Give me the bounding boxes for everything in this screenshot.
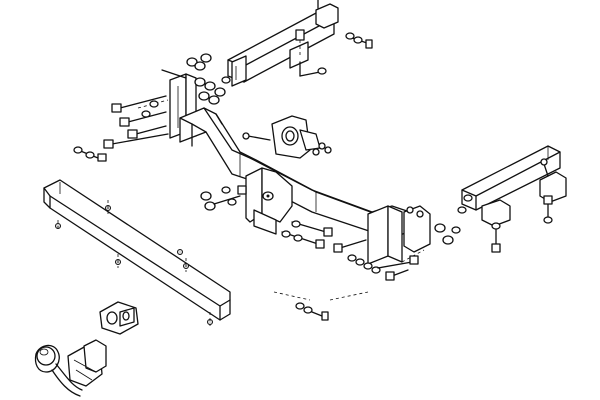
left-long-bolts bbox=[103, 95, 169, 149]
center-bolts bbox=[281, 220, 333, 249]
right-side-plate bbox=[367, 205, 431, 265]
lower-bolts bbox=[273, 291, 369, 321]
left-washer-stack bbox=[161, 53, 231, 105]
bumper-reinforcement-beam bbox=[43, 179, 231, 326]
coupling-plate bbox=[242, 115, 332, 159]
coupling-head bbox=[36, 346, 56, 366]
electrical-socket bbox=[99, 301, 139, 335]
center-mounting-bracket bbox=[245, 167, 293, 235]
right-fasteners bbox=[333, 194, 473, 281]
right-vertical-bolts bbox=[491, 158, 553, 253]
right-chassis-bracket bbox=[461, 145, 567, 227]
upper-bolts bbox=[295, 0, 373, 77]
center-left-fasteners bbox=[200, 185, 247, 211]
left-chassis-bracket bbox=[227, 3, 339, 87]
left-small-bolt bbox=[73, 146, 107, 162]
